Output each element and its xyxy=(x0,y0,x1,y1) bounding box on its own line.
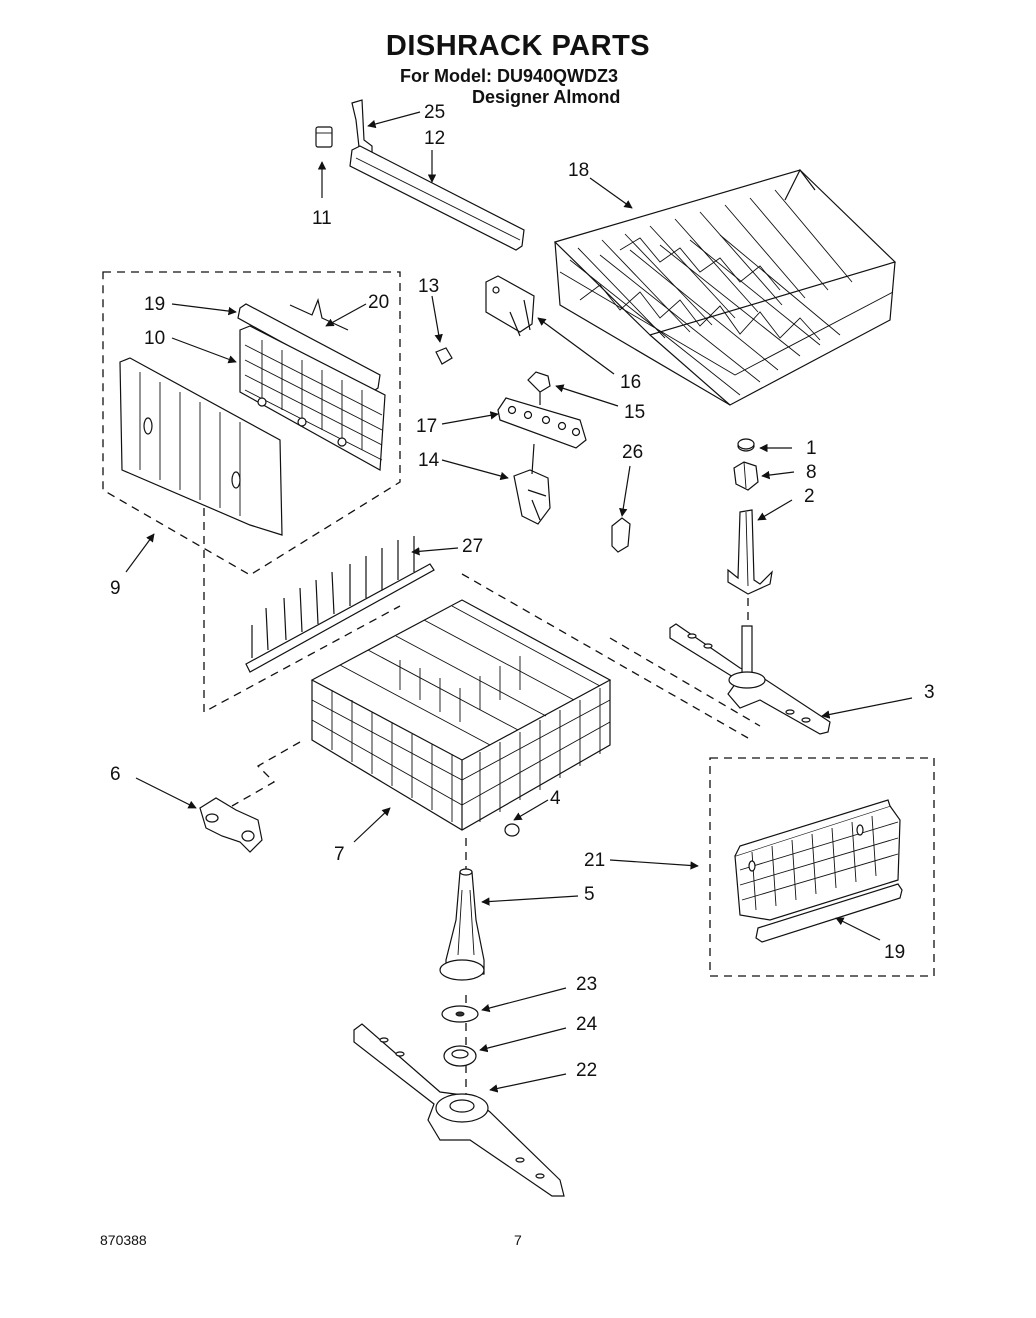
wheel-bracket-17 xyxy=(497,397,587,449)
callout-12: 12 xyxy=(424,128,445,149)
lower-spray-arm-22 xyxy=(353,1023,565,1197)
bushing-8 xyxy=(733,461,759,491)
callout-11: 11 xyxy=(312,208,332,229)
page-number: 7 xyxy=(514,1232,522,1248)
clip-20 xyxy=(289,297,349,331)
clip-26 xyxy=(611,517,631,553)
basket-assembly-outline-21 xyxy=(709,757,935,977)
callout-27: 27 xyxy=(462,536,483,557)
screw-13 xyxy=(435,347,453,365)
tine-row-27 xyxy=(245,536,435,673)
callout-8: 8 xyxy=(806,462,817,483)
callout-23: 23 xyxy=(576,974,597,995)
callout-25: 25 xyxy=(424,102,445,123)
leader-line-shelf xyxy=(203,508,401,714)
spray-tube-2 xyxy=(727,509,773,622)
washer-23 xyxy=(441,1005,479,1023)
document-code: 870388 xyxy=(100,1232,147,1248)
callout-16: 16 xyxy=(620,372,641,393)
callout-24: 24 xyxy=(576,1014,598,1035)
callout-5: 5 xyxy=(584,884,595,905)
model-label: For Model: DU940QWDZ3 xyxy=(400,66,619,86)
color-label: Designer Almond xyxy=(472,87,621,107)
cup-shelf-10 xyxy=(239,325,386,471)
rack-adjuster-bracket-16 xyxy=(485,275,535,337)
upper-dishrack-18 xyxy=(553,168,897,406)
callout-10: 10 xyxy=(144,328,165,349)
shelf-strip-19 xyxy=(237,303,381,393)
callout-21: 21 xyxy=(584,850,605,871)
callout-15: 15 xyxy=(624,402,645,423)
rack-latch-14 xyxy=(513,443,551,525)
bearing-ring-24 xyxy=(443,1045,477,1067)
callout-9: 9 xyxy=(110,578,121,599)
middle-spray-arm-3 xyxy=(669,623,831,735)
shelf-panel xyxy=(119,357,283,536)
callout-7: 7 xyxy=(334,844,345,865)
callout-19-shelf: 19 xyxy=(144,294,165,315)
callout-22: 22 xyxy=(576,1060,597,1081)
silverware-basket xyxy=(734,799,901,921)
callout-1: 1 xyxy=(806,438,817,459)
rack-roller-6 xyxy=(199,797,263,853)
callout-17: 17 xyxy=(416,416,437,437)
callout-20: 20 xyxy=(368,292,389,313)
callout-6: 6 xyxy=(110,764,121,785)
lower-dishrack-7 xyxy=(310,599,612,831)
callout-3: 3 xyxy=(924,682,935,703)
callout-18: 18 xyxy=(568,160,589,181)
callout-26: 26 xyxy=(622,442,643,463)
callout-4: 4 xyxy=(550,788,561,809)
basket-strip-19 xyxy=(755,883,903,943)
page-title: DISHRACK PARTS xyxy=(385,30,651,62)
leader-line-roller xyxy=(231,741,301,807)
nut-1 xyxy=(737,438,755,452)
wheel-4 xyxy=(504,823,520,837)
callout-13: 13 xyxy=(418,276,439,297)
leader-line-rack xyxy=(461,573,761,739)
wheel-15 xyxy=(527,371,551,405)
callout-2: 2 xyxy=(804,486,815,507)
spray-tube-5 xyxy=(439,868,485,981)
leader-arrows xyxy=(125,111,913,1093)
rack-stop-clip-11 xyxy=(315,126,333,148)
shelf-assembly-outline-9 xyxy=(102,271,401,576)
callout-19-basket: 19 xyxy=(884,942,905,963)
track-rail-12 xyxy=(349,145,525,251)
callout-14: 14 xyxy=(418,450,440,471)
